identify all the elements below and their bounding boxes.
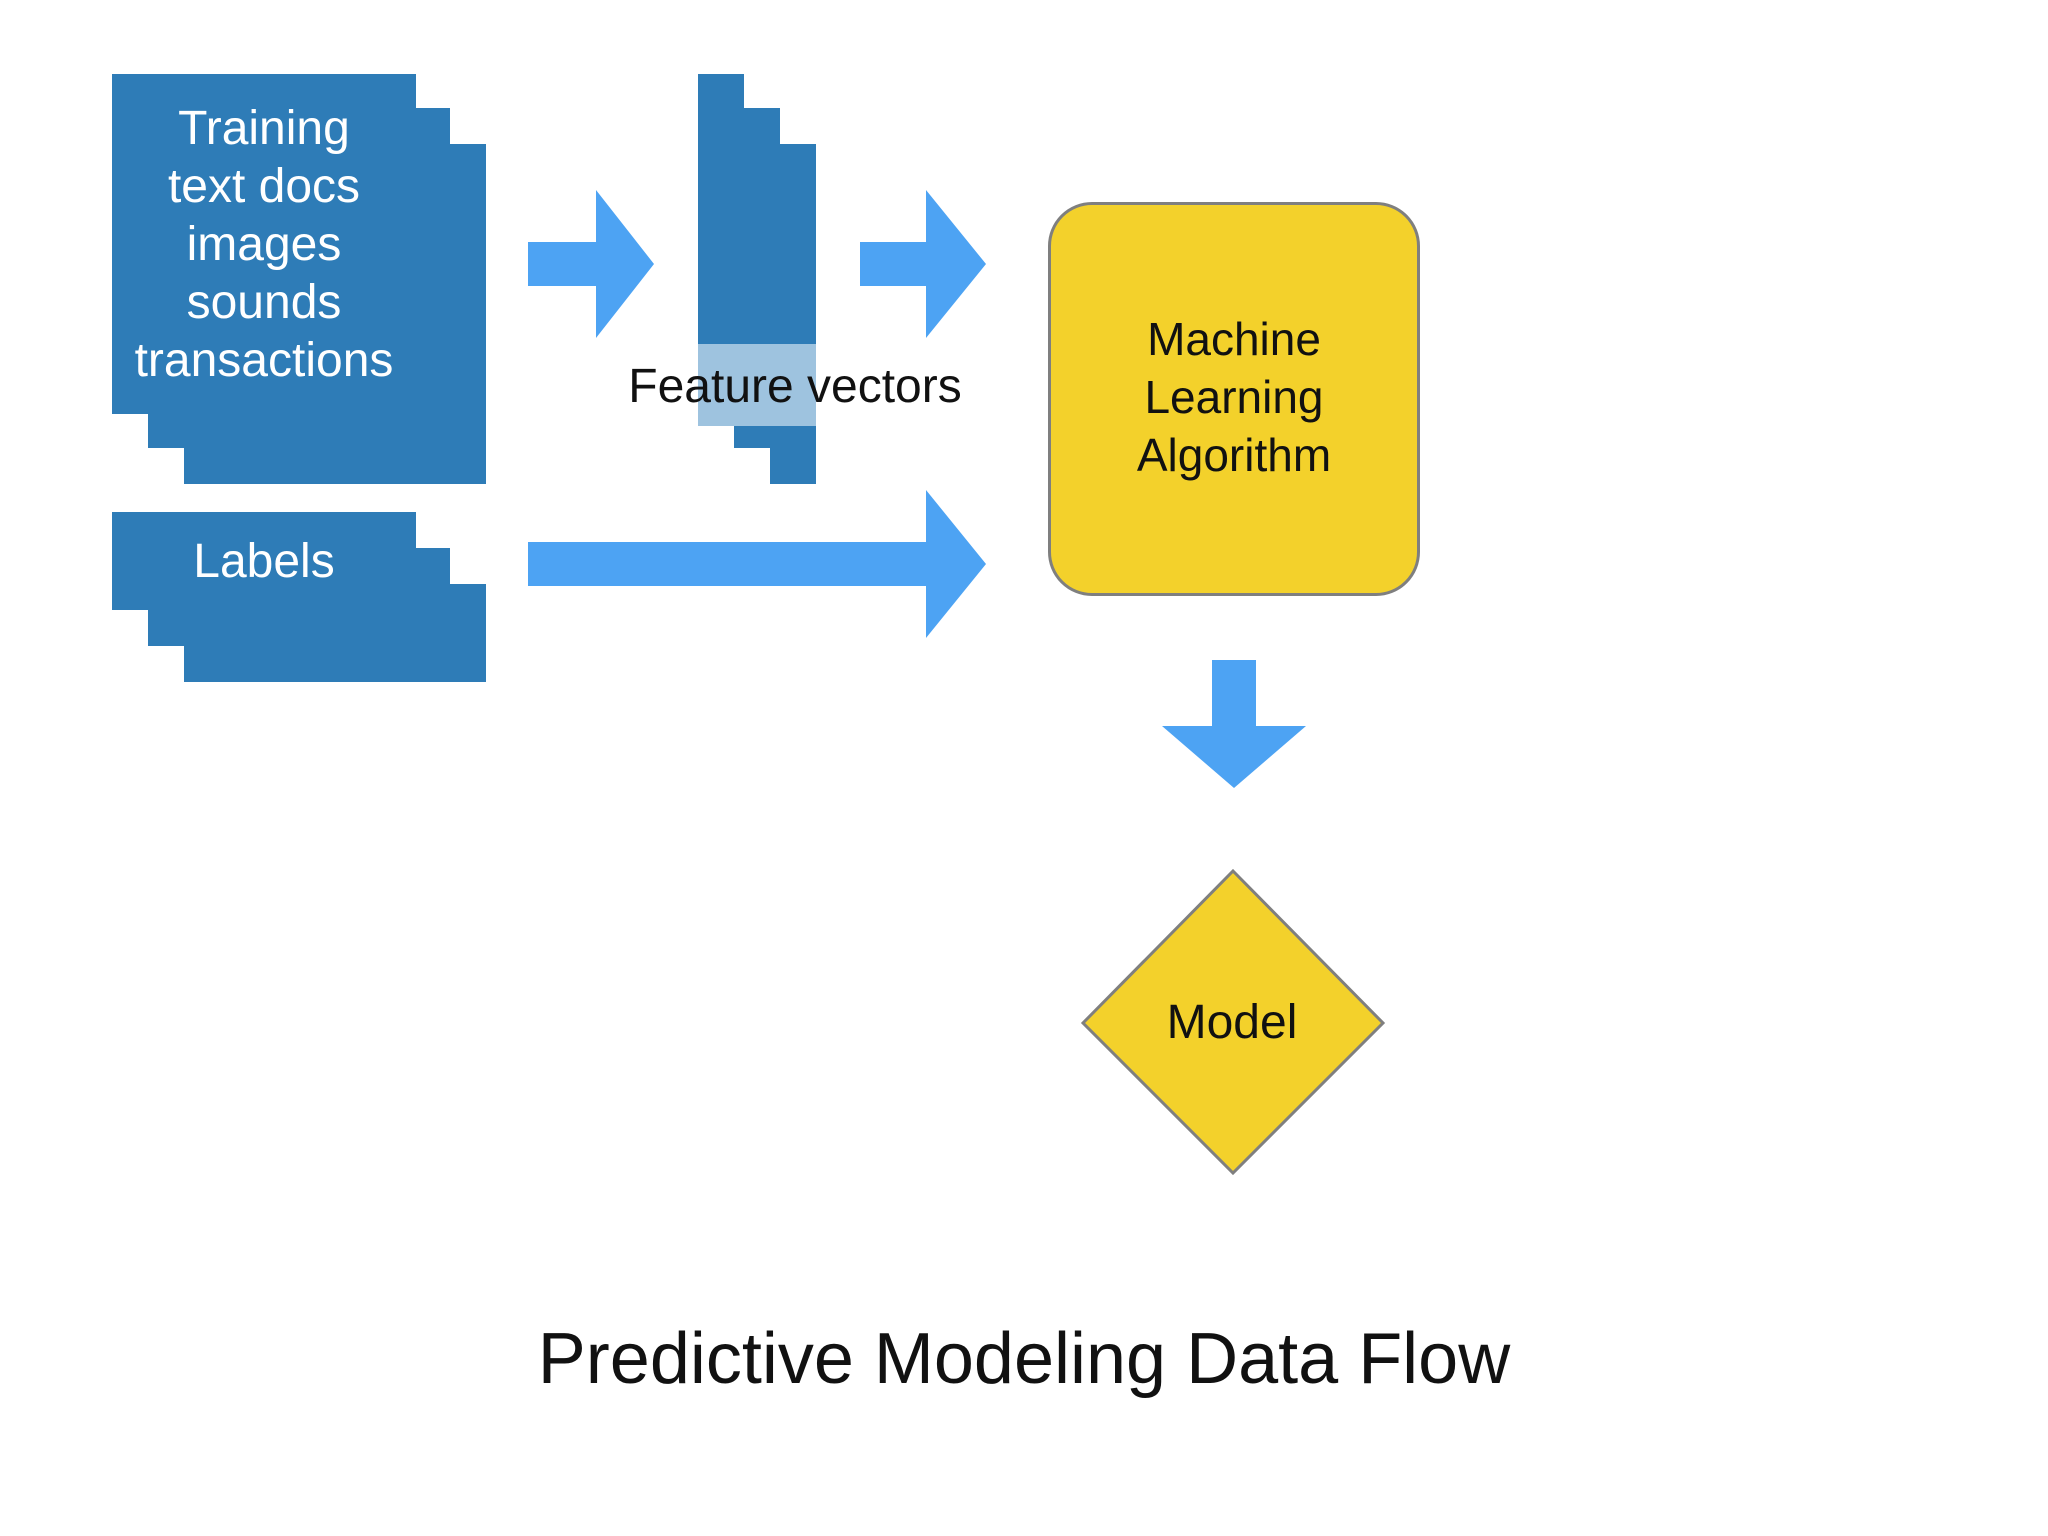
algorithm-line-2: Learning	[1144, 371, 1324, 423]
arrow-to-model	[1160, 660, 1310, 790]
long-right-arrow-icon	[528, 490, 986, 638]
training-line-2: text docs	[167, 160, 361, 213]
algorithm-line-3: Algorithm	[1136, 429, 1332, 481]
model-diamond-shape	[1080, 868, 1386, 1176]
training-line-1: Training	[178, 102, 350, 155]
labels-doc-front	[112, 512, 416, 610]
arrow-to-algorithm	[860, 190, 990, 338]
diagram-title: Predictive Modeling Data Flow	[537, 1319, 1511, 1399]
training-docs-text: Training text docs images sounds transac…	[112, 100, 416, 390]
model-label: Model	[1166, 996, 1298, 1049]
training-line-5: transactions	[134, 334, 394, 387]
feature-vectors-label-highlight	[698, 344, 816, 426]
arrow-to-feature-vectors	[528, 190, 658, 338]
labels-text: Labels	[193, 535, 335, 588]
down-arrow-icon	[1162, 660, 1306, 788]
model-diamond	[1078, 868, 1388, 1178]
right-arrow-icon	[528, 190, 654, 338]
training-line-4: sounds	[186, 276, 342, 329]
training-doc-front	[112, 74, 416, 414]
right-arrow-icon	[860, 190, 986, 338]
algorithm-line-1: Machine	[1147, 313, 1321, 365]
algorithm-box	[1048, 202, 1420, 596]
training-line-3: images	[186, 218, 342, 271]
algorithm-text: Machine Learning Algorithm	[1048, 310, 1420, 484]
feature-vectors-label: Feature vectors	[628, 360, 962, 413]
arrow-labels-to-algorithm	[528, 490, 988, 638]
